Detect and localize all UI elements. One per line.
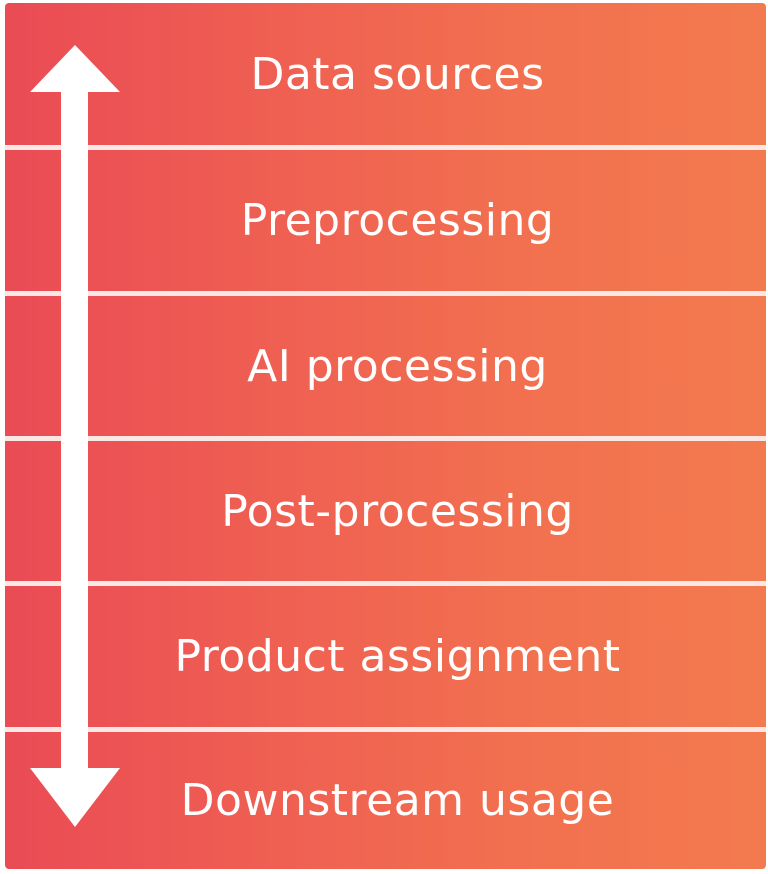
layer-downstream-usage: Downstream usage bbox=[5, 732, 766, 869]
layer-divider bbox=[5, 291, 766, 296]
layer-product-assignment: Product assignment bbox=[5, 586, 766, 727]
layer-label-preprocessing: Preprocessing bbox=[240, 195, 555, 246]
layer-label-downstream-usage: Downstream usage bbox=[180, 775, 615, 826]
layer-data-sources: Data sources bbox=[5, 3, 766, 145]
layer-label-ai-processing: AI processing bbox=[247, 340, 548, 392]
layer-label-post-processing: Post-processing bbox=[221, 485, 574, 537]
layer-label-product-assignment: Product assignment bbox=[174, 631, 621, 682]
layer-divider bbox=[5, 145, 766, 150]
layer-divider bbox=[5, 727, 766, 732]
layer-divider bbox=[5, 581, 766, 586]
layer-label-data-sources: Data sources bbox=[250, 48, 545, 100]
layer-preprocessing: Preprocessing bbox=[5, 150, 766, 291]
layer-divider bbox=[5, 436, 766, 441]
pipeline-stack: Data sources Preprocessing AI processing… bbox=[5, 3, 766, 869]
layer-post-processing: Post-processing bbox=[5, 441, 766, 581]
layer-ai-processing: AI processing bbox=[5, 296, 766, 436]
